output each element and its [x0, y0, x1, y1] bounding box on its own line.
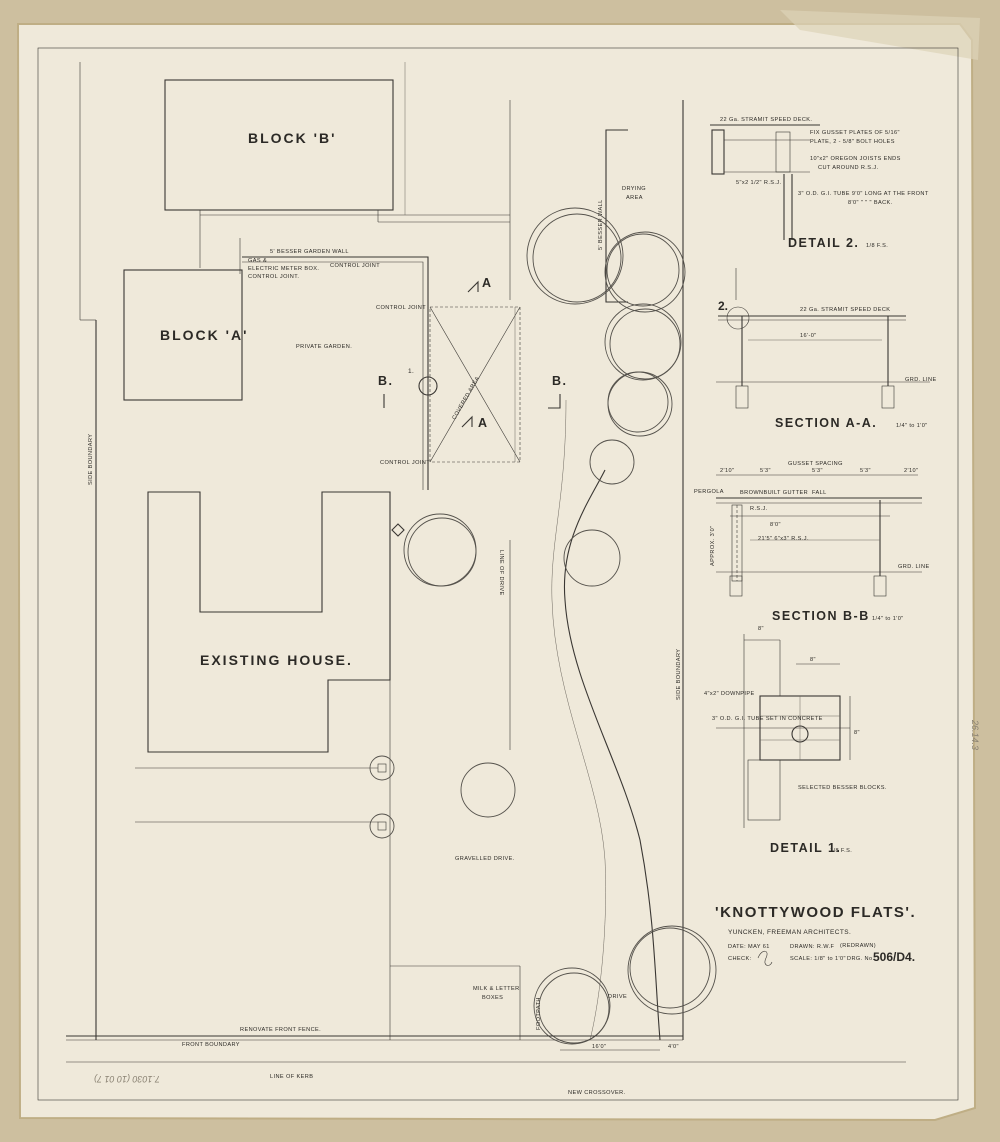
control-joint-label-3: CONTROL JOINT [376, 305, 426, 311]
drawn: DRAWN: R.W.F [790, 944, 835, 950]
detail-1-heading: DETAIL 1. [770, 841, 841, 855]
detail-1-downpipe: 4"x2" DOWNPIPE [704, 691, 755, 697]
footpath-label: FOOTPATH [536, 997, 542, 1030]
renovate-fence-label: RENOVATE FRONT FENCE. [240, 1027, 321, 1033]
section-bb-d3: 5'3" [812, 468, 823, 474]
section-bb-grd: GRD. LINE [898, 564, 930, 570]
detail-1-blocks: SELECTED BESSER BLOCKS. [798, 785, 887, 791]
title: 'KNOTTYWOOD FLATS'. [715, 904, 916, 921]
block-a [123, 269, 243, 401]
section-bb-d4: 5'3" [860, 468, 871, 474]
detail-2-note-rsj: 5"x2 1/2" R.S.J. [736, 180, 782, 186]
drg-number: 506/D4. [873, 950, 915, 964]
drawing-border [37, 47, 959, 1101]
architects: YUNCKEN, FREEMAN ARCHITECTS. [728, 929, 851, 936]
section-bb-dim-rsj: 21'5" 6"x3" R.S.J. [758, 536, 809, 542]
pencil-ref-bottom: 7.1030 (10 01 7) [94, 1074, 160, 1084]
block-a-label: BLOCK 'A' [160, 327, 248, 343]
meter-box-label: ELECTRIC METER BOX. [248, 266, 319, 272]
section-bb-d5: 2'10" [904, 468, 918, 474]
marker-a-bottom: A [478, 416, 489, 430]
section-bb-d1: 2'10" [720, 468, 734, 474]
detail-2-drawing [710, 124, 820, 240]
garden-wall-label: 5' BESSER GARDEN WALL [270, 249, 349, 255]
paper-tape [780, 10, 980, 60]
detail-2-scale: 1/8 F.S. [866, 243, 888, 249]
covered-area [429, 306, 521, 463]
brick-wall-label: 5' BESSER WALL [598, 199, 604, 250]
section-bb-pergola: PERGOLA [694, 489, 724, 495]
detail-1-dim-b: 8" [810, 657, 816, 663]
check-signature [757, 950, 773, 966]
section-bb-drawing [716, 474, 922, 597]
section-bb-fall: FALL [812, 490, 827, 496]
detail-1-dim-a: 8" [758, 626, 764, 632]
section-aa-dim: 16'-0" [800, 333, 817, 339]
section-bb-gusset: GUSSET SPACING [788, 461, 843, 467]
drawn-note: (REDRAWN) [840, 943, 876, 949]
control-joint-label-2: CONTROL JOINT [330, 263, 380, 269]
drying-area-label-2: AREA [626, 195, 643, 201]
drive-label: DRIVE [608, 994, 627, 1000]
detail-2-note-joists: 10"x2" OREGON JOISTS ENDS [810, 156, 901, 162]
drying-area-wall [605, 129, 628, 303]
new-crossover-label: NEW CROSSOVER. [568, 1090, 626, 1096]
block-b-label: BLOCK 'B' [248, 130, 336, 146]
scale: SCALE: 1/8" to 1'0" [790, 956, 846, 962]
post-detail-marker [418, 376, 438, 396]
gravelled-drive-label: GRAVELLED DRIVE. [455, 856, 515, 862]
detail-2-heading: DETAIL 2. [788, 236, 859, 250]
garden-wall [242, 256, 429, 490]
section-bb-scale: 1/4" to 1'0" [872, 616, 904, 622]
front-boundary-label: FRONT BOUNDARY [182, 1042, 240, 1048]
detail-1-tube: 3" O.D. G.I. TUBE SET IN CONCRETE [712, 716, 823, 722]
section-bb-rsj: R.S.J. [750, 506, 768, 512]
section-aa-heading: SECTION A-A. [775, 416, 877, 430]
control-joint-label-1: CONTROL JOINT. [248, 274, 299, 280]
section-aa-marker: 2. [718, 299, 728, 313]
gas-label: GAS & [248, 258, 267, 264]
control-joint-label-4: CONTROL JOINT [380, 460, 430, 466]
detail-2-note-tube: 3" O.D. G.I. TUBE 9'0" LONG AT THE FRONT [798, 191, 929, 197]
detail-2-note-gusset-2: PLATE, 2 - 5/8" BOLT HOLES [810, 139, 895, 145]
section-bb-dim-8: 8'0" [770, 522, 781, 528]
date: DATE: MAY 61 [728, 944, 770, 950]
detail-2-note-gusset: FIX GUSSET PLATES OF 5/16" [810, 130, 900, 136]
detail-1-scale: 1/8 F.S. [830, 848, 852, 854]
detail-2-note-tube-2: 8'0" " " " BACK. [848, 200, 893, 206]
side-boundary-left-label: SIDE BOUNDARY [88, 434, 94, 485]
section-bb-opt: APPROX. 3'0" [710, 526, 716, 567]
section-aa-grd: GRD. LINE [905, 377, 937, 383]
side-boundary-right-label: SIDE BOUNDARY [676, 649, 682, 700]
detail-2-note-joists-2: CUT AROUND R.S.J. [818, 165, 879, 171]
marker-b-right: B. [552, 374, 568, 388]
line-of-drive-label: LINE OF DRIVE [498, 550, 504, 596]
marker-1: 1. [408, 368, 414, 375]
section-aa-note-deck: 22 Ga. STRAMIT SPEED DECK [800, 307, 890, 313]
check: CHECK: [728, 956, 752, 962]
line-of-kerb-label: LINE OF KERB [270, 1074, 313, 1080]
section-bb-d2: 5'3" [760, 468, 771, 474]
block-b [164, 79, 394, 211]
section-bb-gutter: BROWNBUILT GUTTER [740, 490, 808, 496]
trees [369, 207, 717, 1045]
marker-b-left: B. [378, 374, 394, 388]
drg-label: DRG. No. [847, 956, 874, 962]
detail-1-drawing [716, 634, 851, 828]
dim-front-2: 4'0" [668, 1044, 679, 1050]
section-aa-scale: 1/4" to 1'0" [896, 423, 928, 429]
detail-2-note-deck: 22 Ga. STRAMIT SPEED DECK. [720, 117, 812, 123]
section-aa-drawing [716, 268, 930, 409]
section-bb-heading: SECTION B-B [772, 609, 870, 623]
detail-1-dim-c: 8" [854, 730, 860, 736]
boxes-label: BOXES [482, 995, 503, 1001]
private-garden-label: PRIVATE GARDEN. [296, 344, 352, 350]
existing-house-label: EXISTING HOUSE. [200, 652, 353, 668]
dim-front: 16'0" [592, 1044, 606, 1050]
milk-letter-label: MILK & LETTER [473, 986, 520, 992]
drying-area-label: DRYING [622, 186, 646, 192]
marker-a-top: A [482, 276, 493, 290]
pencil-ref-side: 26.14.3 [970, 719, 980, 750]
